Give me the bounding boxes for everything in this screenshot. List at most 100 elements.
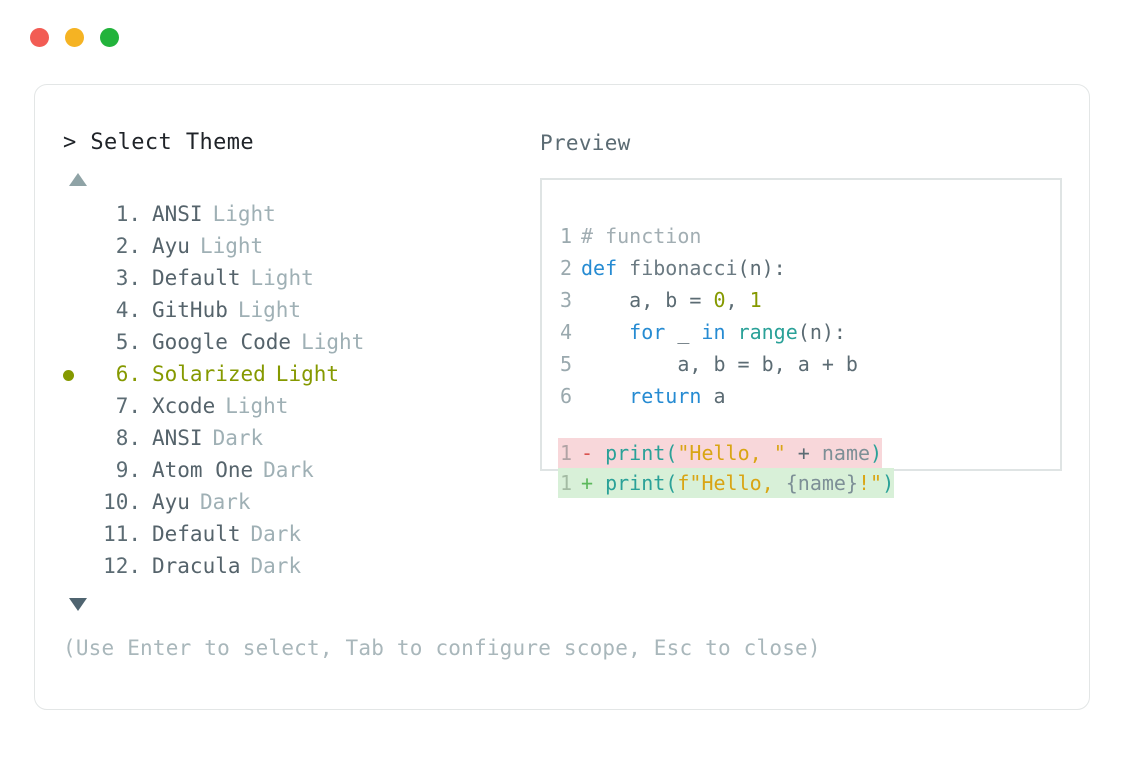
code-token: def: [581, 256, 630, 280]
theme-item-variant: Dark: [212, 426, 264, 450]
diff-token: {name}: [785, 471, 858, 495]
code-token: for: [629, 320, 666, 344]
maximize-window-button[interactable]: [100, 28, 119, 47]
line-number: 5: [559, 352, 572, 376]
theme-item-variant: Light: [199, 234, 264, 258]
diff-token: f"Hello,: [677, 471, 786, 495]
diff-token: "Hello, ": [677, 441, 786, 465]
theme-item-index: 6.: [115, 362, 141, 386]
selected-bullet-icon: [63, 370, 74, 381]
theme-item-variant: Light: [301, 330, 365, 354]
diff-token: (: [665, 471, 678, 495]
theme-item-index: 11.: [103, 522, 141, 546]
diff-token: ): [882, 471, 895, 495]
code-token: [581, 320, 629, 344]
theme-item-variant: Light: [237, 298, 302, 322]
prompt-title-text: Select Theme: [90, 130, 255, 155]
theme-item-variant: Dark: [199, 490, 251, 514]
theme-item-index: 9.: [115, 458, 141, 482]
theme-item-index: 8.: [115, 426, 141, 450]
theme-list-item[interactable]: 10. Ayu Dark: [63, 486, 533, 518]
theme-item-name: Ayu: [152, 490, 190, 514]
code-token: [726, 320, 738, 344]
diff-token: ): [870, 441, 883, 465]
theme-item-name: Xcode: [152, 394, 216, 418]
diff-sample: 1- print("Hello, " + name)1+ print(f"Hel…: [558, 438, 1056, 498]
theme-list-item[interactable]: 2. Ayu Light: [63, 230, 533, 262]
theme-item-name: Ayu: [152, 234, 190, 258]
diff-line-add: 1+ print(f"Hello, {name}!"): [558, 468, 895, 498]
theme-item-name: Atom One: [152, 458, 254, 482]
preview-label: Preview: [540, 131, 631, 155]
code-line: 6 return a: [558, 380, 1056, 412]
theme-list-item[interactable]: 3. Default Light: [63, 262, 533, 294]
code-line: 4 for _ in range(n):: [558, 316, 1056, 348]
code-token: return: [629, 384, 702, 408]
theme-item-name: ANSI: [152, 426, 203, 450]
keyboard-help-text: (Use Enter to select, Tab to configure s…: [63, 636, 821, 660]
theme-item-index: 10.: [103, 490, 141, 514]
theme-list-item[interactable]: 7. Xcode Light: [63, 390, 533, 422]
window-traffic-lights: [30, 28, 119, 47]
theme-item-name: ANSI: [152, 202, 203, 226]
diff-line-number: 1: [559, 471, 572, 495]
theme-list-item[interactable]: 8. ANSI Dark: [63, 422, 533, 454]
theme-item-name: Dracula: [152, 554, 241, 578]
theme-item-variant: Light: [212, 202, 276, 226]
page-title: > Select Theme: [63, 130, 533, 156]
theme-item-name: GitHub: [152, 298, 228, 322]
scroll-up-icon[interactable]: [69, 173, 87, 186]
diff-line-del: 1- print("Hello, " + name): [558, 438, 883, 468]
diff-token: +: [785, 441, 822, 465]
code-token: a: [701, 384, 726, 408]
diff-token: print: [605, 471, 666, 495]
minimize-window-button[interactable]: [65, 28, 84, 47]
theme-item-name: Solarized: [152, 362, 266, 386]
diff-token: (: [665, 441, 678, 465]
theme-item-variant: Dark: [263, 458, 314, 482]
theme-item-name: Default: [152, 522, 241, 546]
theme-item-variant: Dark: [250, 554, 302, 578]
theme-item-name: Default: [152, 266, 241, 290]
code-token: [581, 384, 629, 408]
line-number: 4: [559, 320, 572, 344]
theme-item-index: 3.: [115, 266, 141, 290]
diff-token: !": [857, 471, 883, 495]
line-number: 6: [559, 384, 572, 408]
theme-item-index: 7.: [115, 394, 141, 418]
theme-list-item[interactable]: 9. Atom One Dark: [63, 454, 533, 486]
diff-spacer: [593, 441, 605, 465]
theme-item-index: 12.: [103, 554, 141, 578]
theme-item-variant: Dark: [250, 522, 302, 546]
code-token: a, b =: [581, 288, 714, 312]
close-window-button[interactable]: [30, 28, 49, 47]
theme-list-item[interactable]: 11. Default Dark: [63, 518, 533, 550]
line-number: 1: [559, 224, 572, 248]
code-token: range: [737, 320, 798, 344]
diff-line-number: 1: [559, 441, 572, 465]
theme-item-variant: Light: [225, 394, 289, 418]
theme-item-name: Google Code: [152, 330, 292, 354]
scroll-down-icon[interactable]: [69, 598, 87, 611]
code-token: 1: [749, 288, 762, 312]
prompt-caret-icon: >: [63, 130, 77, 155]
theme-list-item[interactable]: 4. GitHub Light: [63, 294, 533, 326]
code-token: _: [665, 320, 702, 344]
theme-item-index: 2.: [115, 234, 141, 258]
theme-list-item[interactable]: 12. Dracula Dark: [63, 550, 533, 582]
code-token: in: [701, 320, 726, 344]
code-line: 3 a, b = 0, 1: [558, 284, 1056, 316]
code-line: 1# function: [558, 220, 1056, 252]
theme-item-index: 4.: [115, 298, 141, 322]
diff-token: print: [605, 441, 666, 465]
theme-item-variant: Light: [250, 266, 314, 290]
